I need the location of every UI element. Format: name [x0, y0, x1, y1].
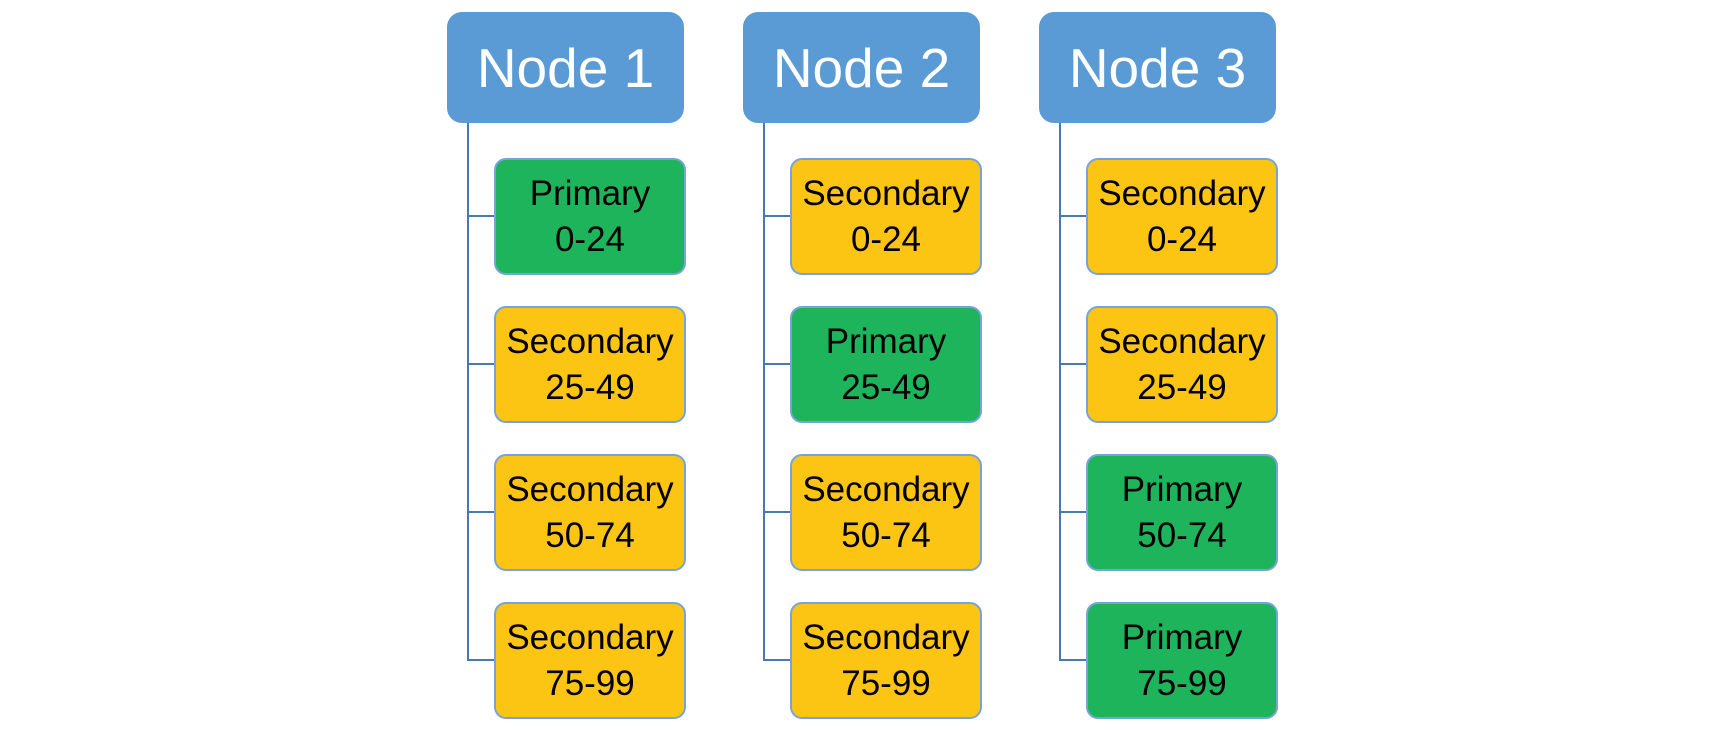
- node-column-2: Node 2 Secondary 0-24 Primary 25-49 Seco…: [743, 0, 982, 730]
- child-type-label: Primary: [529, 173, 651, 213]
- child-range-label: 0-24: [554, 219, 626, 259]
- connector-elbow-line: [469, 215, 495, 217]
- child-range-label: 0-24: [1146, 219, 1218, 259]
- child-box[interactable]: Primary 25-49: [790, 306, 982, 423]
- child-type-label: Secondary: [802, 173, 970, 213]
- connector-elbow-line: [1061, 511, 1087, 513]
- child-range-label: 25-49: [841, 367, 931, 407]
- child-type-label: Secondary: [506, 617, 674, 657]
- child-box[interactable]: Secondary 25-49: [494, 306, 686, 423]
- node-header-3[interactable]: Node 3: [1039, 12, 1276, 123]
- child-type-label: Secondary: [506, 469, 674, 509]
- child-range-label: 50-74: [841, 515, 931, 555]
- connector-elbow-line: [469, 363, 495, 365]
- child-box[interactable]: Primary 0-24: [494, 158, 686, 275]
- connector-vertical-line: [763, 123, 765, 661]
- child-range-label: 75-99: [841, 663, 931, 703]
- child-range-label: 50-74: [1137, 515, 1227, 555]
- connector-elbow-line: [765, 363, 791, 365]
- connector-vertical-line: [467, 123, 469, 661]
- node-header-2[interactable]: Node 2: [743, 12, 980, 123]
- child-type-label: Secondary: [802, 617, 970, 657]
- child-type-label: Secondary: [802, 469, 970, 509]
- connector-vertical-line: [1059, 123, 1061, 661]
- node-column-3: Node 3 Secondary 0-24 Secondary 25-49 Pr…: [1039, 0, 1278, 730]
- node-column-1: Node 1 Primary 0-24 Secondary 25-49 Seco…: [447, 0, 686, 730]
- child-type-label: Secondary: [1098, 173, 1266, 213]
- child-range-label: 75-99: [545, 663, 635, 703]
- child-type-label: Secondary: [506, 321, 674, 361]
- child-type-label: Secondary: [1098, 321, 1266, 361]
- connector-elbow-line: [765, 659, 791, 661]
- child-box[interactable]: Primary 50-74: [1086, 454, 1278, 571]
- connector-elbow-line: [469, 511, 495, 513]
- child-box[interactable]: Secondary 50-74: [494, 454, 686, 571]
- child-range-label: 75-99: [1137, 663, 1227, 703]
- child-box[interactable]: Secondary 75-99: [790, 602, 982, 719]
- child-range-label: 25-49: [1137, 367, 1227, 407]
- child-type-label: Primary: [1121, 617, 1243, 657]
- child-range-label: 50-74: [545, 515, 635, 555]
- child-box[interactable]: Secondary 0-24: [1086, 158, 1278, 275]
- connector-elbow-line: [469, 659, 495, 661]
- connector-elbow-line: [1061, 363, 1087, 365]
- connector-elbow-line: [765, 511, 791, 513]
- child-box[interactable]: Secondary 25-49: [1086, 306, 1278, 423]
- child-range-label: 0-24: [850, 219, 922, 259]
- child-type-label: Primary: [1121, 469, 1243, 509]
- connector-elbow-line: [765, 215, 791, 217]
- child-box[interactable]: Secondary 0-24: [790, 158, 982, 275]
- child-box[interactable]: Secondary 50-74: [790, 454, 982, 571]
- child-box[interactable]: Secondary 75-99: [494, 602, 686, 719]
- node-header-1[interactable]: Node 1: [447, 12, 684, 123]
- connector-elbow-line: [1061, 215, 1087, 217]
- child-range-label: 25-49: [545, 367, 635, 407]
- child-box[interactable]: Primary 75-99: [1086, 602, 1278, 719]
- connector-elbow-line: [1061, 659, 1087, 661]
- child-type-label: Primary: [825, 321, 947, 361]
